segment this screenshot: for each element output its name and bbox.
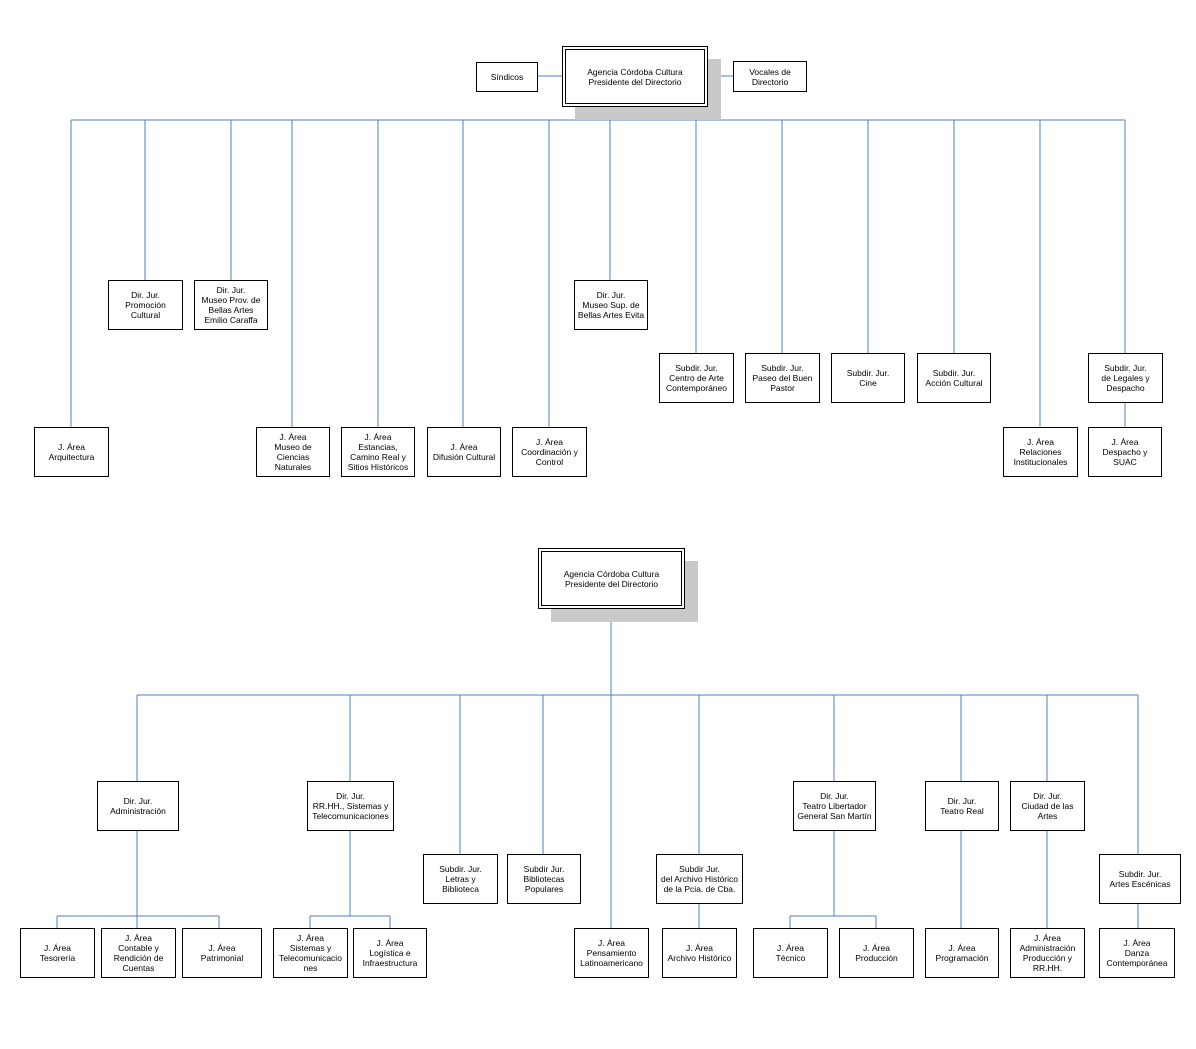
bibliotecas-label: Subdir Jur. Bibliotecas Populares <box>523 864 565 894</box>
difusion-box[interactable]: J. Área Difusión Cultural <box>427 427 501 477</box>
chart2-root-box[interactable]: Agencia Córdoba Cultura Presidente del D… <box>538 548 685 609</box>
tecnico-label: J. Área Técnico <box>775 943 806 963</box>
despacho-suac-label: J. Área Despacho y SUAC <box>1102 437 1148 467</box>
libertador-label: Dir. Jur. Teatro Libertador General San … <box>797 791 872 821</box>
legales-box[interactable]: Subdir. Jur. de Legales y Despacho <box>1088 353 1163 403</box>
teatro-real-box[interactable]: Dir. Jur. Teatro Real <box>925 781 999 831</box>
teatro-real-label: Dir. Jur. Teatro Real <box>940 796 984 816</box>
cine-box[interactable]: Subdir. Jur. Cine <box>831 353 905 403</box>
vocales-label: Vocales de Directorio <box>749 66 791 87</box>
danza-box[interactable]: J. Área Danza Contemporánea <box>1099 928 1175 978</box>
logistica-box[interactable]: J. Área Logística e Infraestructura <box>353 928 427 978</box>
admin-prod-box[interactable]: J. Área Administración Producción y RR.H… <box>1010 928 1085 978</box>
paseo-box[interactable]: Subdir. Jur. Paseo del Buen Pastor <box>745 353 820 403</box>
archivo-label: Subdir Jur. del Archivo Histórico de la … <box>660 864 738 894</box>
chart1-root-box[interactable]: Agencia Córdoba Cultura Presidente del D… <box>562 46 708 107</box>
centro-arte-label: Subdir. Jur. Centro de Arte Contemporáne… <box>666 363 727 393</box>
tesoreria-label: J. Área Tesorería <box>39 943 76 963</box>
libertador-box[interactable]: Dir. Jur. Teatro Libertador General San … <box>793 781 876 831</box>
logistica-label: J. Área Logística e Infraestructura <box>362 938 418 968</box>
cine-label: Subdir. Jur. Cine <box>846 368 890 388</box>
patrimonial-label: J. Área Patrimonial <box>200 943 244 963</box>
danza-label: J. Área Danza Contemporánea <box>1106 938 1168 968</box>
estancias-label: J. Área Estancias, Camino Real y Sitios … <box>347 432 409 472</box>
archivo-box[interactable]: Subdir Jur. del Archivo Histórico de la … <box>656 854 743 904</box>
tesoreria-box[interactable]: J. Área Tesorería <box>20 928 95 978</box>
arquitectura-box[interactable]: J. Área Arquitectura <box>34 427 109 477</box>
bibliotecas-box[interactable]: Subdir Jur. Bibliotecas Populares <box>507 854 581 904</box>
archivo-area-box[interactable]: J. Área Archivo Histórico <box>662 928 737 978</box>
promocion-label: Dir. Jur. Promoción Cultural <box>125 290 166 320</box>
contable-box[interactable]: J. Área Contable y Rendición de Cuentas <box>101 928 176 978</box>
patrimonial-box[interactable]: J. Área Patrimonial <box>182 928 262 978</box>
ciudad-artes-box[interactable]: Dir. Jur. Ciudad de las Artes <box>1010 781 1085 831</box>
letras-label: Subdir. Jur. Letras y Biblioteca <box>439 864 482 894</box>
estancias-box[interactable]: J. Área Estancias, Camino Real y Sitios … <box>341 427 415 477</box>
admin-prod-label: J. Área Administración Producción y RR.H… <box>1019 933 1076 973</box>
rrhh-box[interactable]: Dir. Jur. RR.HH., Sistemas y Telecomunic… <box>307 781 394 831</box>
pensamiento-box[interactable]: J. Área Pensamiento Latinoamericano <box>574 928 649 978</box>
rrhh-label: Dir. Jur. RR.HH., Sistemas y Telecomunic… <box>312 791 389 821</box>
produccion-label: J. Área Producción <box>855 943 898 963</box>
contable-label: J. Área Contable y Rendición de Cuentas <box>113 933 164 973</box>
despacho-suac-box[interactable]: J. Área Despacho y SUAC <box>1088 427 1162 477</box>
programacion-box[interactable]: J. Área Programación <box>925 928 999 978</box>
administracion-box[interactable]: Dir. Jur. Administración <box>97 781 179 831</box>
tecnico-box[interactable]: J. Área Técnico <box>753 928 828 978</box>
evita-box[interactable]: Dir. Jur. Museo Sup. de Bellas Artes Evi… <box>574 280 648 330</box>
centro-arte-box[interactable]: Subdir. Jur. Centro de Arte Contemporáne… <box>659 353 734 403</box>
letras-box[interactable]: Subdir. Jur. Letras y Biblioteca <box>423 854 498 904</box>
relaciones-box[interactable]: J. Área Relaciones Institucionales <box>1003 427 1078 477</box>
ciencias-label: J. Área Museo de Ciencias Naturales <box>274 432 312 472</box>
sistemas-box[interactable]: J. Área Sistemas y Telecomunicacio nes <box>273 928 348 978</box>
arquitectura-label: J. Área Arquitectura <box>48 442 95 462</box>
sistemas-label: J. Área Sistemas y Telecomunicacio nes <box>279 933 342 973</box>
difusion-label: J. Área Difusión Cultural <box>432 442 496 462</box>
caraffa-label: Dir. Jur. Museo Prov. de Bellas Artes Em… <box>201 285 261 325</box>
administracion-label: Dir. Jur. Administración <box>110 796 166 816</box>
escenicas-box[interactable]: Subdir. Jur. Artes Escénicas <box>1099 854 1181 904</box>
produccion-box[interactable]: J. Área Producción <box>839 928 914 978</box>
paseo-label: Subdir. Jur. Paseo del Buen Pastor <box>752 363 813 393</box>
accion-label: Subdir. Jur. Acción Cultural <box>925 368 983 388</box>
escenicas-label: Subdir. Jur. Artes Escénicas <box>1109 869 1171 889</box>
accion-box[interactable]: Subdir. Jur. Acción Cultural <box>917 353 991 403</box>
pensamiento-label: J. Área Pensamiento Latinoamericano <box>580 938 643 968</box>
coordinacion-box[interactable]: J. Área Coordinación y Control <box>512 427 587 477</box>
legales-label: Subdir. Jur. de Legales y Despacho <box>1101 363 1150 393</box>
archivo-area-label: J. Área Archivo Histórico <box>667 943 732 963</box>
chart2-root-label: Agencia Córdoba Cultura Presidente del D… <box>563 568 660 589</box>
programacion-label: J. Área Programación <box>935 943 989 963</box>
ciudad-artes-label: Dir. Jur. Ciudad de las Artes <box>1021 791 1074 821</box>
sindicos-label: Síndicos <box>490 72 524 82</box>
ciencias-box[interactable]: J. Área Museo de Ciencias Naturales <box>256 427 330 477</box>
relaciones-label: J. Área Relaciones Institucionales <box>1013 437 1068 467</box>
promocion-box[interactable]: Dir. Jur. Promoción Cultural <box>108 280 183 330</box>
vocales-box[interactable]: Vocales de Directorio <box>733 61 807 92</box>
evita-label: Dir. Jur. Museo Sup. de Bellas Artes Evi… <box>577 290 645 320</box>
sindicos-box[interactable]: Síndicos <box>476 62 538 92</box>
caraffa-box[interactable]: Dir. Jur. Museo Prov. de Bellas Artes Em… <box>194 280 268 330</box>
chart1-root-label: Agencia Córdoba Cultura Presidente del D… <box>587 66 683 87</box>
coordinacion-label: J. Área Coordinación y Control <box>521 437 578 467</box>
